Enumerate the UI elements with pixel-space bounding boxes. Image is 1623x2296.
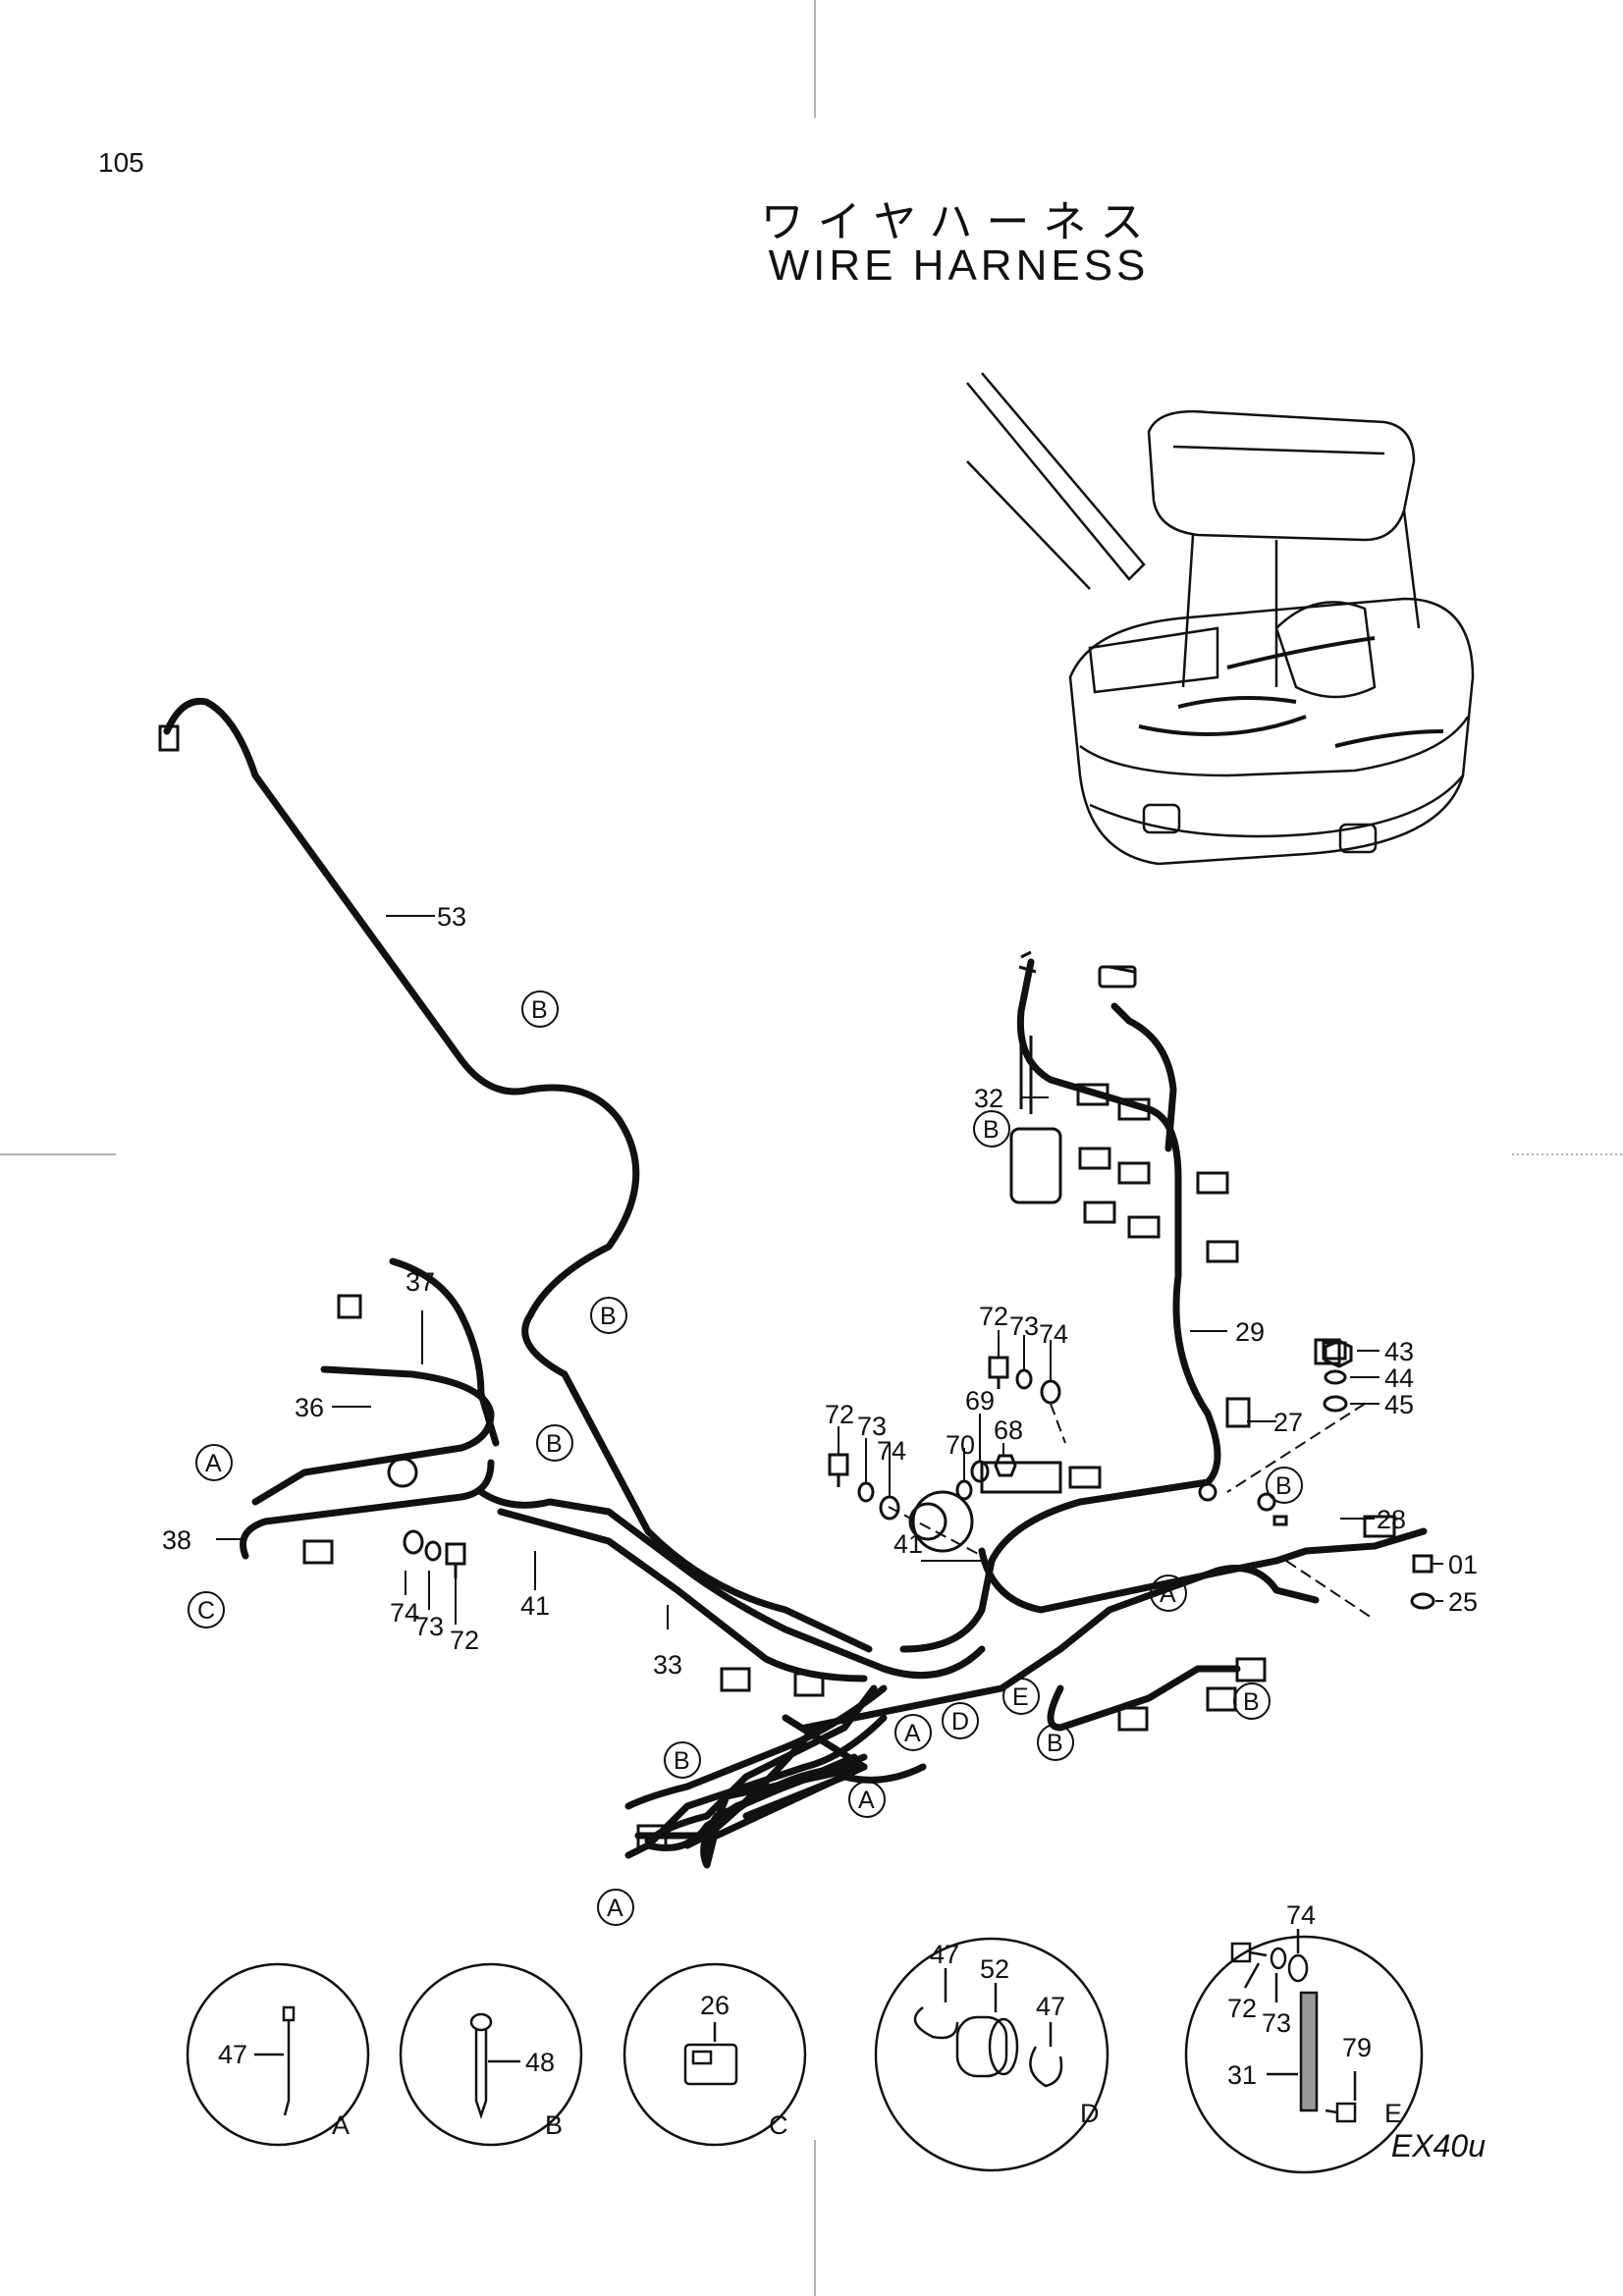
callout-69: 69 [965, 1386, 995, 1415]
callout-01: 01 [1448, 1550, 1478, 1579]
svg-text:B: B [1275, 1472, 1292, 1500]
detail-e-part-74: 74 [1286, 1900, 1316, 1930]
harness-details [158, 724, 1396, 1849]
callout-38: 38 [162, 1525, 191, 1555]
callout-73a: 73 [414, 1612, 444, 1641]
marker-b-5: B [1266, 1467, 1303, 1504]
marker-a-4: A [848, 1781, 886, 1818]
marker-b-8: B [664, 1741, 701, 1779]
title-english: WIRE HARNESS [768, 241, 1150, 290]
svg-text:B: B [674, 1747, 690, 1775]
callout-70: 70 [946, 1430, 975, 1460]
detail-e-letter: E [1384, 2099, 1402, 2128]
svg-text:A: A [607, 1895, 623, 1922]
svg-text:A: A [904, 1720, 921, 1747]
detail-b-part: 48 [525, 2048, 555, 2077]
callout-74b: 74 [1039, 1319, 1068, 1349]
callout-41b: 41 [893, 1529, 923, 1559]
detail-views: 47 A 48 B 26 C 47 [186, 1900, 1424, 2174]
callout-44: 44 [1384, 1363, 1414, 1393]
callout-37: 37 [406, 1267, 435, 1297]
marker-c-1: C [188, 1591, 225, 1629]
callout-labels: 53 37 36 38 74 73 72 41 33 32 29 72 73 7… [162, 902, 1478, 1680]
svg-text:B: B [1047, 1730, 1063, 1757]
svg-text:E: E [1012, 1683, 1029, 1711]
svg-text:B: B [983, 1116, 1000, 1144]
svg-text:B: B [531, 996, 548, 1024]
detail-b: 48 B [399, 1962, 583, 2147]
callout-45: 45 [1384, 1390, 1414, 1419]
leader-lines [216, 915, 1443, 1629]
harness-wires [163, 697, 1428, 1869]
marker-b-3: B [536, 1424, 573, 1462]
marker-d-1: D [942, 1702, 979, 1739]
svg-text:B: B [546, 1430, 563, 1458]
callout-36: 36 [295, 1393, 324, 1422]
svg-text:A: A [205, 1450, 222, 1477]
detail-e-part-73: 73 [1262, 2008, 1291, 2038]
callout-25: 25 [1448, 1587, 1478, 1617]
title-japanese: ワイヤハーネス [760, 198, 1158, 246]
model-label: EX40u [1390, 2128, 1486, 2163]
svg-text:C: C [197, 1597, 215, 1625]
detail-e-part-31: 31 [1227, 2060, 1257, 2090]
callout-53: 53 [437, 902, 466, 932]
callout-73c: 73 [857, 1412, 887, 1441]
detail-c-letter: C [769, 2110, 788, 2140]
svg-text:A: A [1160, 1580, 1176, 1608]
detail-a-part: 47 [218, 2040, 247, 2069]
callout-72b: 72 [979, 1302, 1008, 1331]
detail-d-letter: D [1080, 2099, 1100, 2128]
detail-c-part: 26 [700, 1991, 730, 2020]
detail-d: 47 52 47 D [874, 1937, 1109, 2172]
callout-73b: 73 [1009, 1311, 1039, 1341]
marker-a-3: A [894, 1714, 932, 1751]
marker-a-1: A [195, 1444, 233, 1481]
svg-text:B: B [1243, 1688, 1260, 1716]
detail-e-part-72: 72 [1227, 1994, 1257, 2023]
detail-d-part-1: 47 [930, 1940, 959, 1969]
detail-e-part-79: 79 [1342, 2033, 1372, 2062]
svg-text:A: A [858, 1787, 875, 1814]
detail-b-letter: B [545, 2110, 563, 2140]
detail-d-part-3: 47 [1036, 1992, 1065, 2021]
marker-b-6: B [1037, 1724, 1074, 1761]
marker-b-7: B [1233, 1682, 1271, 1720]
excavator-illustration [966, 372, 1475, 866]
detail-a-letter: A [332, 2110, 350, 2140]
callout-72c: 72 [825, 1400, 854, 1429]
detail-e: 74 72 73 79 31 E [1184, 1900, 1424, 2174]
callout-41a: 41 [520, 1591, 550, 1621]
marker-b-4: B [973, 1110, 1010, 1148]
reference-markers: B B B A C B B A E B B D A B A A [188, 990, 1303, 1926]
detail-c: 26 C [622, 1962, 807, 2147]
callout-68: 68 [994, 1415, 1023, 1445]
callout-74c: 74 [877, 1436, 906, 1466]
callout-74a: 74 [390, 1598, 419, 1628]
marker-b-2: B [590, 1297, 627, 1334]
marker-a-5: A [597, 1889, 634, 1926]
callout-27: 27 [1273, 1408, 1303, 1437]
callout-32: 32 [974, 1084, 1003, 1113]
callout-28: 28 [1377, 1505, 1406, 1534]
detail-a: 47 A [186, 1962, 370, 2147]
callout-33: 33 [653, 1650, 682, 1680]
marker-a-2: A [1150, 1575, 1187, 1612]
svg-text:D: D [951, 1708, 969, 1735]
callout-43: 43 [1384, 1337, 1414, 1366]
marker-e-1: E [1002, 1678, 1040, 1715]
marker-b-1: B [521, 990, 559, 1028]
detail-d-part-2: 52 [980, 1954, 1009, 1984]
callout-29: 29 [1235, 1317, 1265, 1347]
svg-text:B: B [600, 1303, 617, 1330]
callout-72a: 72 [450, 1626, 479, 1655]
page-number: 105 [98, 147, 144, 178]
